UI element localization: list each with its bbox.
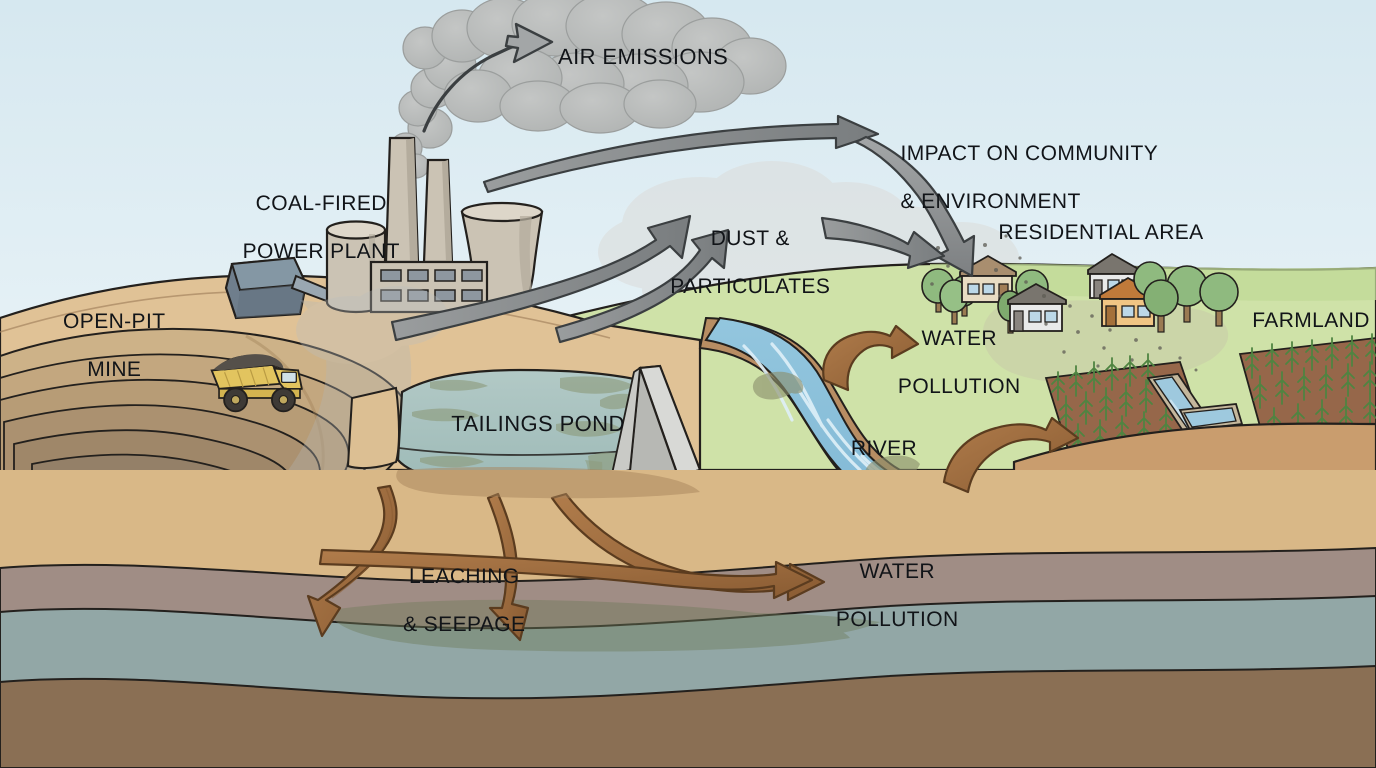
arrow-dust-from-pit — [554, 228, 730, 344]
house-white-lower — [1007, 282, 1067, 332]
coal-hopper — [224, 256, 346, 320]
pond-embankment — [346, 386, 400, 470]
smokestack-tall — [384, 136, 420, 264]
subsurface-strata — [0, 470, 1376, 768]
arrow-impact-to-residential — [854, 135, 976, 278]
arrow-air-emissions — [422, 22, 554, 133]
corn-rows-1 — [1051, 353, 1173, 455]
arrow-leaching-seepage-1 — [306, 484, 398, 638]
arrow-water-pollution-river — [822, 324, 920, 392]
arrow-pond-to-river-pollution — [318, 548, 814, 600]
groundwater-contamination-plume — [330, 599, 880, 652]
coal-fired-power-plant — [325, 136, 544, 314]
smokestack-short — [422, 158, 454, 264]
crop-plot-2 — [1238, 333, 1376, 450]
tree-cluster-right — [1133, 261, 1239, 333]
arrow-river-to-farmland — [942, 416, 1080, 494]
arrow-dust-particulates-main — [390, 214, 692, 342]
seepage-outflow-band — [396, 467, 700, 499]
arrow-impact-on-community — [482, 114, 880, 194]
irrigation-channel-branch — [1178, 403, 1244, 431]
boiler-house — [369, 260, 489, 314]
haul-truck — [210, 354, 303, 413]
arrow-dust-to-residential — [820, 216, 946, 270]
corn-rows-2 — [1245, 333, 1376, 441]
